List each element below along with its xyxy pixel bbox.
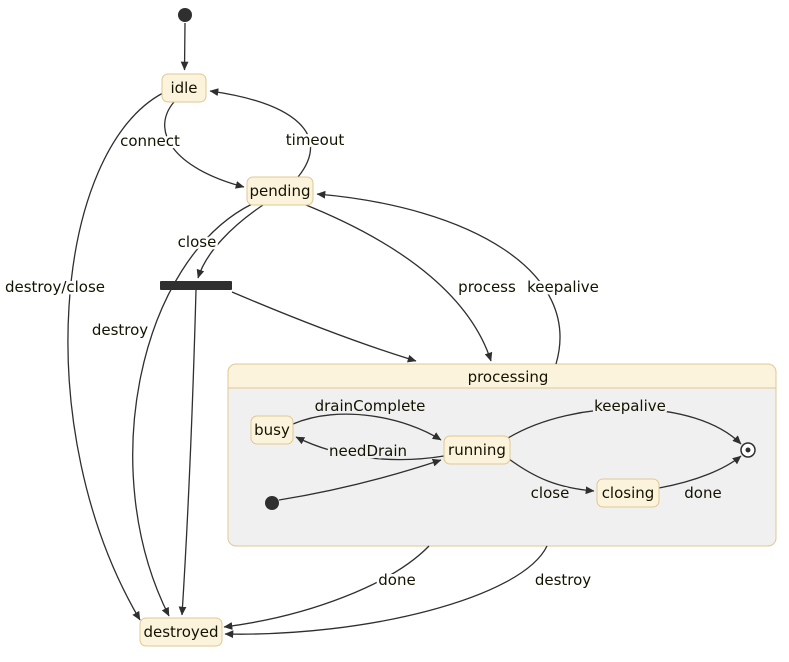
inner-final-state-dot bbox=[745, 447, 751, 453]
edge-label-destroy-close: destroy/close bbox=[5, 278, 105, 296]
edge-pending-idle bbox=[209, 88, 311, 178]
edge-label-destroy-outer: destroy bbox=[535, 571, 591, 589]
edge-label-connect: connect bbox=[120, 132, 180, 150]
state-closing-label: closing bbox=[602, 484, 655, 502]
edge-running-closing bbox=[508, 458, 595, 495]
state-pending-label: pending bbox=[250, 182, 311, 200]
edge-label-drain-complete: drainComplete bbox=[315, 397, 426, 415]
state-idle: idle bbox=[161, 73, 207, 103]
state-idle-label: idle bbox=[170, 79, 197, 97]
edge-label-done-inner: done bbox=[684, 484, 721, 502]
state-pending-box bbox=[246, 176, 314, 206]
edges bbox=[67, 22, 742, 639]
state-running-box bbox=[443, 435, 511, 465]
edge-fork-destroyed bbox=[178, 289, 197, 616]
state-pending: pending bbox=[246, 176, 314, 206]
state-busy: busy bbox=[250, 415, 294, 445]
edge-label-timeout: timeout bbox=[286, 131, 345, 149]
edge-inner-initial-running bbox=[278, 458, 442, 501]
edge-label-done: done bbox=[378, 571, 415, 589]
edge-label-keepalive-inner: keepalive bbox=[594, 397, 666, 415]
edge-processing-destroyed-done bbox=[223, 545, 430, 630]
state-closing-box bbox=[596, 478, 660, 508]
state-closing: closing bbox=[596, 478, 660, 508]
state-busy-box bbox=[250, 415, 294, 445]
edge-label-close: close bbox=[178, 233, 217, 251]
edge-idle-destroyed bbox=[67, 92, 164, 621]
state-destroyed: destroyed bbox=[139, 617, 223, 647]
edge-busy-running bbox=[292, 413, 442, 441]
edge-label-close-inner: close bbox=[531, 484, 570, 502]
fork-bar bbox=[160, 281, 232, 290]
state-destroyed-label: destroyed bbox=[143, 623, 218, 641]
state-running-label: running bbox=[448, 441, 506, 459]
processing-title-bar bbox=[228, 364, 776, 388]
state-destroyed-box bbox=[139, 617, 223, 647]
edge-running-busy bbox=[295, 436, 445, 461]
edge-running-final bbox=[507, 408, 742, 445]
edge-processing-destroyed-destroy bbox=[224, 545, 548, 639]
processing-title: processing bbox=[468, 368, 549, 386]
initial-state-dot bbox=[178, 8, 192, 22]
edge-initial-idle bbox=[180, 22, 189, 71]
edge-pending-processing bbox=[300, 202, 493, 362]
edge-label-keepalive: keepalive bbox=[527, 278, 599, 296]
edge-label-destroy: destroy bbox=[92, 321, 148, 339]
processing-border bbox=[227, 363, 777, 547]
edge-labels: connect timeout close destroy/close dest… bbox=[2, 129, 724, 592]
edge-closing-final bbox=[658, 455, 742, 489]
edge-pending-fork bbox=[196, 204, 264, 279]
state-idle-box bbox=[161, 73, 207, 103]
edge-label-need-drain: needDrain bbox=[329, 442, 407, 460]
edge-label-process: process bbox=[458, 278, 516, 296]
inner-initial-state-dot bbox=[265, 496, 279, 510]
state-busy-label: busy bbox=[254, 421, 290, 439]
edge-fork-processing bbox=[231, 291, 417, 363]
edge-processing-pending bbox=[316, 190, 561, 365]
state-running: running bbox=[443, 435, 511, 465]
edge-idle-pending bbox=[164, 101, 245, 189]
edge-pending-destroyed bbox=[132, 203, 253, 617]
